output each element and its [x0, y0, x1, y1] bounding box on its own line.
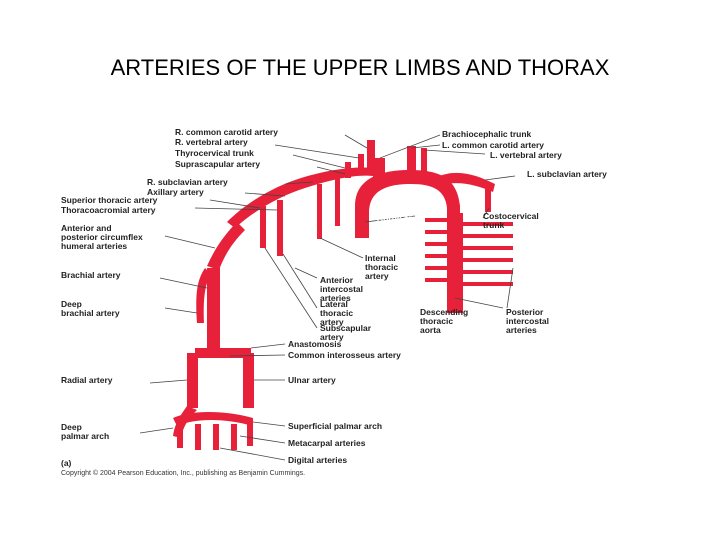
- intercostal-vessel: [463, 282, 513, 286]
- thoracic-branch-vessel: [277, 200, 283, 256]
- label-anterior-intercostal: Anterior intercostal arteries: [320, 275, 363, 303]
- label-descending-aorta: Descending thoracic aorta: [420, 307, 469, 335]
- label-deep-brachial: Deep brachial artery: [61, 299, 120, 318]
- r-subclavian-vessel: [227, 167, 375, 228]
- label-ulnar: Ulnar artery: [288, 375, 336, 385]
- label-l-common-carotid: L. common carotid artery: [442, 140, 545, 150]
- palmar-arch-vessel: [173, 412, 253, 426]
- digital-vessel: [231, 424, 237, 450]
- label-radial: Radial artery: [61, 375, 113, 385]
- label-axillary: Axillary artery: [147, 187, 204, 197]
- l-subclavian-vessel: [435, 172, 495, 192]
- label-deep-palmar: Deep palmar arch: [61, 422, 110, 441]
- label-panel: (a): [61, 458, 72, 468]
- leader-lines: [139, 134, 516, 461]
- label-metacarpal: Metacarpal arteries: [288, 438, 366, 448]
- label-anastomosis: Anastomosis: [288, 339, 342, 349]
- brachiocephalic-trunk-vessel: [373, 158, 385, 180]
- r-vertebral-vessel: [358, 154, 364, 174]
- label-internal-thoracic: Internal thoracic artery: [365, 253, 399, 281]
- intercostal-vessel: [463, 258, 513, 262]
- label-superficial-palmar: Superficial palmar arch: [288, 421, 383, 431]
- label-l-vertebral: L. vertebral artery: [490, 150, 562, 160]
- label-posterior-intercostal: Posterior intercostal arteries: [506, 307, 549, 335]
- costocervical-vessel: [485, 188, 491, 212]
- slide-title: ARTERIES OF THE UPPER LIMBS AND THORAX: [110, 55, 610, 80]
- ulnar-vessel: [243, 353, 254, 408]
- digital-vessel: [195, 424, 201, 450]
- thyrocervical-vessel: [345, 162, 351, 178]
- label-lateral-thoracic: Lateral thoracic artery: [320, 299, 354, 327]
- radial-vessel: [187, 353, 198, 408]
- thoracic-branch-vessel: [335, 178, 340, 226]
- axillary-vessel: [207, 222, 245, 270]
- label-circumflex: Anterior and posterior circumflex humera…: [61, 223, 143, 251]
- label-costocervical: Costocervical trunk: [483, 211, 539, 230]
- label-common-interosseus: Common interosseus artery: [288, 350, 401, 360]
- label-suprascapular: Suprascapular artery: [175, 159, 261, 169]
- label-aortic-arch: Aortic arch: [377, 213, 422, 223]
- label-brachiocephalic: Brachiocephalic trunk: [442, 129, 532, 139]
- digital-vessel: [177, 426, 183, 448]
- brachial-vessel: [207, 268, 220, 353]
- aortic-arch-vessel: [355, 170, 460, 238]
- descending-aorta-vessel: [447, 213, 463, 313]
- label-brachial: Brachial artery: [61, 270, 121, 280]
- forearm-branch-vessel: [195, 348, 251, 358]
- digital-vessel: [213, 424, 219, 450]
- l-vertebral-vessel: [421, 148, 427, 174]
- label-superior-thoracic: Superior thoracic artery: [61, 195, 158, 205]
- intercostal-vessel: [463, 246, 513, 250]
- intercostal-vessel: [425, 230, 447, 234]
- r-common-carotid-vessel: [367, 140, 375, 168]
- label-thyrocervical: Thyrocervical trunk: [175, 148, 254, 158]
- intercostal-vessel: [425, 254, 447, 258]
- intercostal-vessel: [425, 266, 447, 270]
- label-r-common-carotid: R. common carotid artery: [175, 127, 278, 137]
- intercostal-vessel: [425, 218, 447, 222]
- intercostal-vessel: [463, 222, 513, 226]
- copyright-notice: Copyright © 2004 Pearson Education, Inc.…: [61, 470, 306, 477]
- artery-illustration: [139, 134, 516, 461]
- digital-vessel: [247, 424, 253, 446]
- thoracic-branch-vessel: [260, 206, 266, 248]
- label-r-vertebral: R. vertebral artery: [175, 137, 248, 147]
- internal-thoracic-vessel: [317, 184, 322, 239]
- label-digital: Digital arteries: [288, 455, 348, 465]
- intercostal-vessel: [463, 234, 513, 238]
- intercostal-vessel: [425, 278, 447, 282]
- artery-diagram: R. common carotid artery R. vertebral ar…: [55, 118, 695, 483]
- label-thoracoacromial: Thoracoacromial artery: [61, 205, 156, 215]
- intercostal-vessel: [463, 270, 513, 274]
- label-subscapular: Subscapular artery: [320, 323, 372, 342]
- intercostal-vessel: [425, 242, 447, 246]
- deep-brachial-vessel: [196, 268, 211, 323]
- l-common-carotid-vessel: [407, 146, 416, 174]
- label-r-subclavian: R. subclavian artery: [147, 177, 228, 187]
- label-l-subclavian: L. subclavian artery: [527, 169, 607, 179]
